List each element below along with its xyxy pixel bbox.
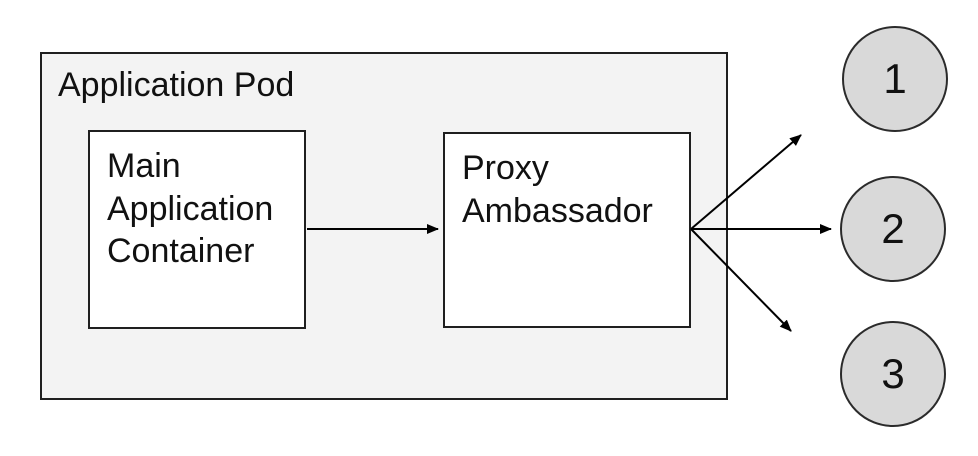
- node-proxy-ambassador: Proxy Ambassador: [443, 132, 691, 328]
- endpoint-circle-1: 1: [842, 26, 948, 132]
- endpoint-circle-2-label: 2: [881, 205, 905, 252]
- node-proxy-ambassador-label: Proxy Ambassador: [462, 149, 653, 230]
- endpoint-circle-3-label: 3: [881, 350, 905, 397]
- node-main-application-container: Main Application Container: [88, 130, 306, 329]
- node-main-application-container-label: Main Application Container: [107, 147, 274, 270]
- application-pod-label: Application Pod: [58, 66, 295, 104]
- endpoint-circle-2: 2: [840, 176, 946, 282]
- endpoint-circle-1-label: 1: [883, 55, 907, 102]
- endpoint-circle-3: 3: [840, 321, 946, 427]
